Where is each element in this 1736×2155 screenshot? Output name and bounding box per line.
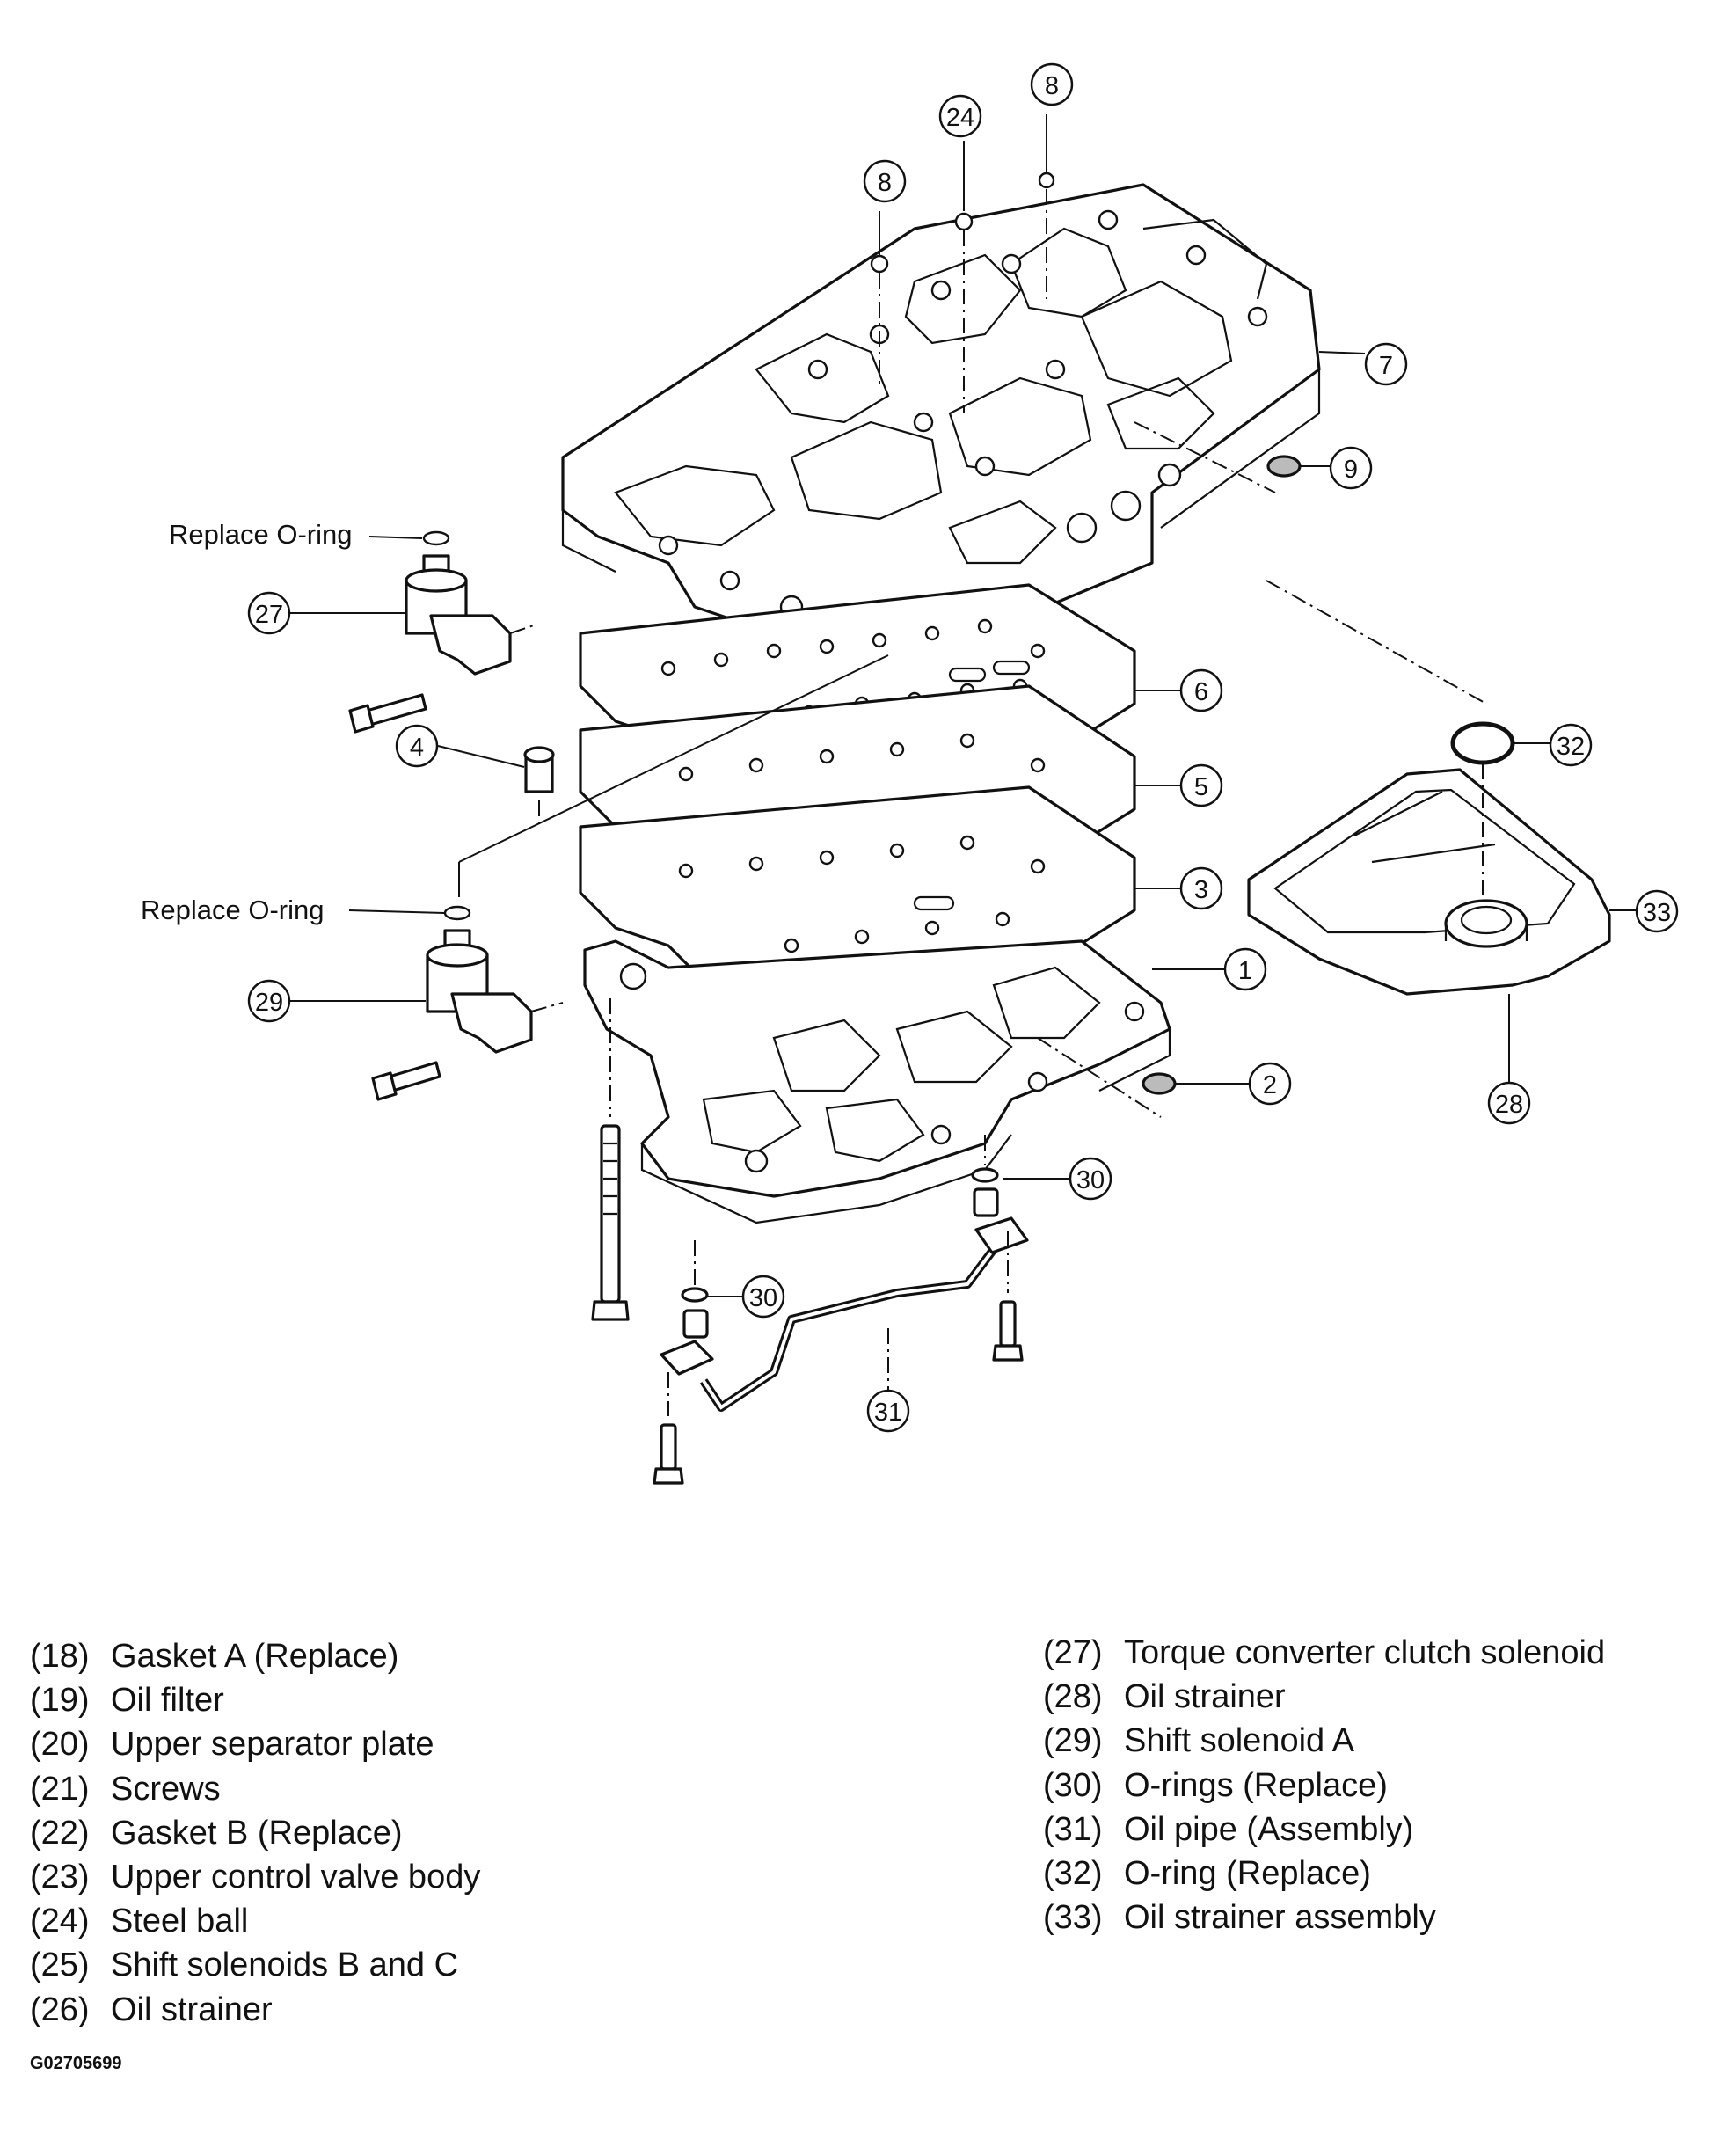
svg-text:6: 6 — [1194, 678, 1208, 706]
replace-oring-label-upper: Replace O-ring — [169, 519, 352, 550]
callout-7: 7 — [1364, 342, 1408, 386]
legend-left: (18)Gasket A (Replace) (19)Oil filter (2… — [30, 1634, 480, 2032]
filter-2 — [1142, 1072, 1177, 1095]
callout-24: 24 — [938, 94, 982, 138]
svg-text:30: 30 — [1076, 1166, 1105, 1194]
svg-text:32: 32 — [1557, 733, 1585, 761]
legend-item: (18)Gasket A (Replace) — [30, 1638, 399, 1675]
callout-32: 32 — [1549, 723, 1593, 767]
o-ring-32 — [1450, 721, 1515, 765]
legend-item: (19)Oil filter — [30, 1682, 224, 1720]
svg-text:27: 27 — [255, 601, 283, 629]
plug-4 — [523, 746, 555, 793]
svg-text:24: 24 — [946, 104, 974, 132]
oil-strainer-assembly — [1247, 768, 1611, 996]
svg-text:2: 2 — [1263, 1071, 1277, 1099]
figure-code: G02705699 — [30, 2054, 122, 2073]
legend-item: (25)Shift solenoids B and C — [30, 1947, 459, 1984]
steel-ball-8-right — [1038, 172, 1055, 189]
callout-31: 31 — [866, 1389, 910, 1433]
steel-ball-8-left — [870, 254, 889, 274]
shift-solenoid-a — [371, 905, 533, 1101]
callout-28: 28 — [1487, 1081, 1531, 1125]
legend-item: (26)Oil strainer — [30, 1991, 273, 2028]
callout-8-right: 8 — [1030, 62, 1074, 106]
legend-item: (27)Torque converter clutch solenoid — [1043, 1634, 1606, 1671]
callout-5: 5 — [1179, 763, 1223, 807]
legend-item: (24)Steel ball — [30, 1903, 249, 1940]
legend-item: (31)Oil pipe (Assembly) — [1043, 1810, 1414, 1848]
legend-item: (28)Oil strainer — [1043, 1678, 1286, 1716]
callout-2: 2 — [1248, 1062, 1292, 1106]
steel-ball-24 — [954, 212, 974, 231]
svg-text:9: 9 — [1344, 456, 1358, 484]
svg-text:4: 4 — [410, 734, 424, 762]
lower-control-valve-body — [583, 939, 1171, 1224]
svg-text:33: 33 — [1643, 899, 1671, 927]
svg-text:29: 29 — [255, 989, 283, 1017]
long-bolt — [591, 1124, 630, 1321]
filter-9 — [1266, 455, 1302, 478]
oil-pipe-assembly — [653, 1167, 1029, 1485]
callout-1: 1 — [1223, 947, 1267, 991]
legend-right: (27)Torque converter clutch solenoid (28… — [1043, 1631, 1605, 1940]
replace-oring-label-lower: Replace O-ring — [141, 895, 324, 925]
svg-text:28: 28 — [1495, 1091, 1523, 1119]
legend-item: (33)Oil strainer assembly — [1043, 1899, 1436, 1937]
legend-item: (32)O-ring (Replace) — [1043, 1855, 1371, 1893]
callout-4: 4 — [395, 724, 439, 768]
callout-33: 33 — [1635, 889, 1679, 933]
callout-8-left: 8 — [863, 159, 907, 203]
svg-text:1: 1 — [1238, 957, 1252, 985]
callout-27: 27 — [247, 591, 291, 635]
svg-text:8: 8 — [1045, 72, 1059, 100]
callout-30-upper: 30 — [1069, 1157, 1112, 1201]
svg-text:7: 7 — [1379, 352, 1393, 380]
legend-item: (30)O-rings (Replace) — [1043, 1766, 1388, 1804]
exploded-valve-body-diagram: 8 24 8 7 9 27 6 4 32 5 3 33 1 29 2 28 30… — [141, 62, 1679, 1485]
legend-item: (22)Gasket B (Replace) — [30, 1814, 403, 1852]
svg-text:31: 31 — [874, 1399, 902, 1427]
legend-item: (23)Upper control valve body — [30, 1859, 481, 1896]
callout-29: 29 — [247, 979, 291, 1023]
legend-item: (29)Shift solenoid A — [1043, 1722, 1354, 1760]
callout-3: 3 — [1179, 866, 1223, 910]
callout-9: 9 — [1329, 446, 1373, 490]
legend-item: (20)Upper separator plate — [30, 1726, 434, 1764]
torque-converter-clutch-solenoid — [348, 530, 512, 734]
svg-text:30: 30 — [749, 1284, 777, 1312]
legend-item: (21)Screws — [30, 1770, 221, 1808]
svg-text:3: 3 — [1194, 876, 1208, 904]
svg-text:5: 5 — [1194, 773, 1208, 801]
callout-6: 6 — [1179, 668, 1223, 712]
callout-30-lower: 30 — [741, 1275, 785, 1319]
svg-text:8: 8 — [878, 169, 892, 197]
